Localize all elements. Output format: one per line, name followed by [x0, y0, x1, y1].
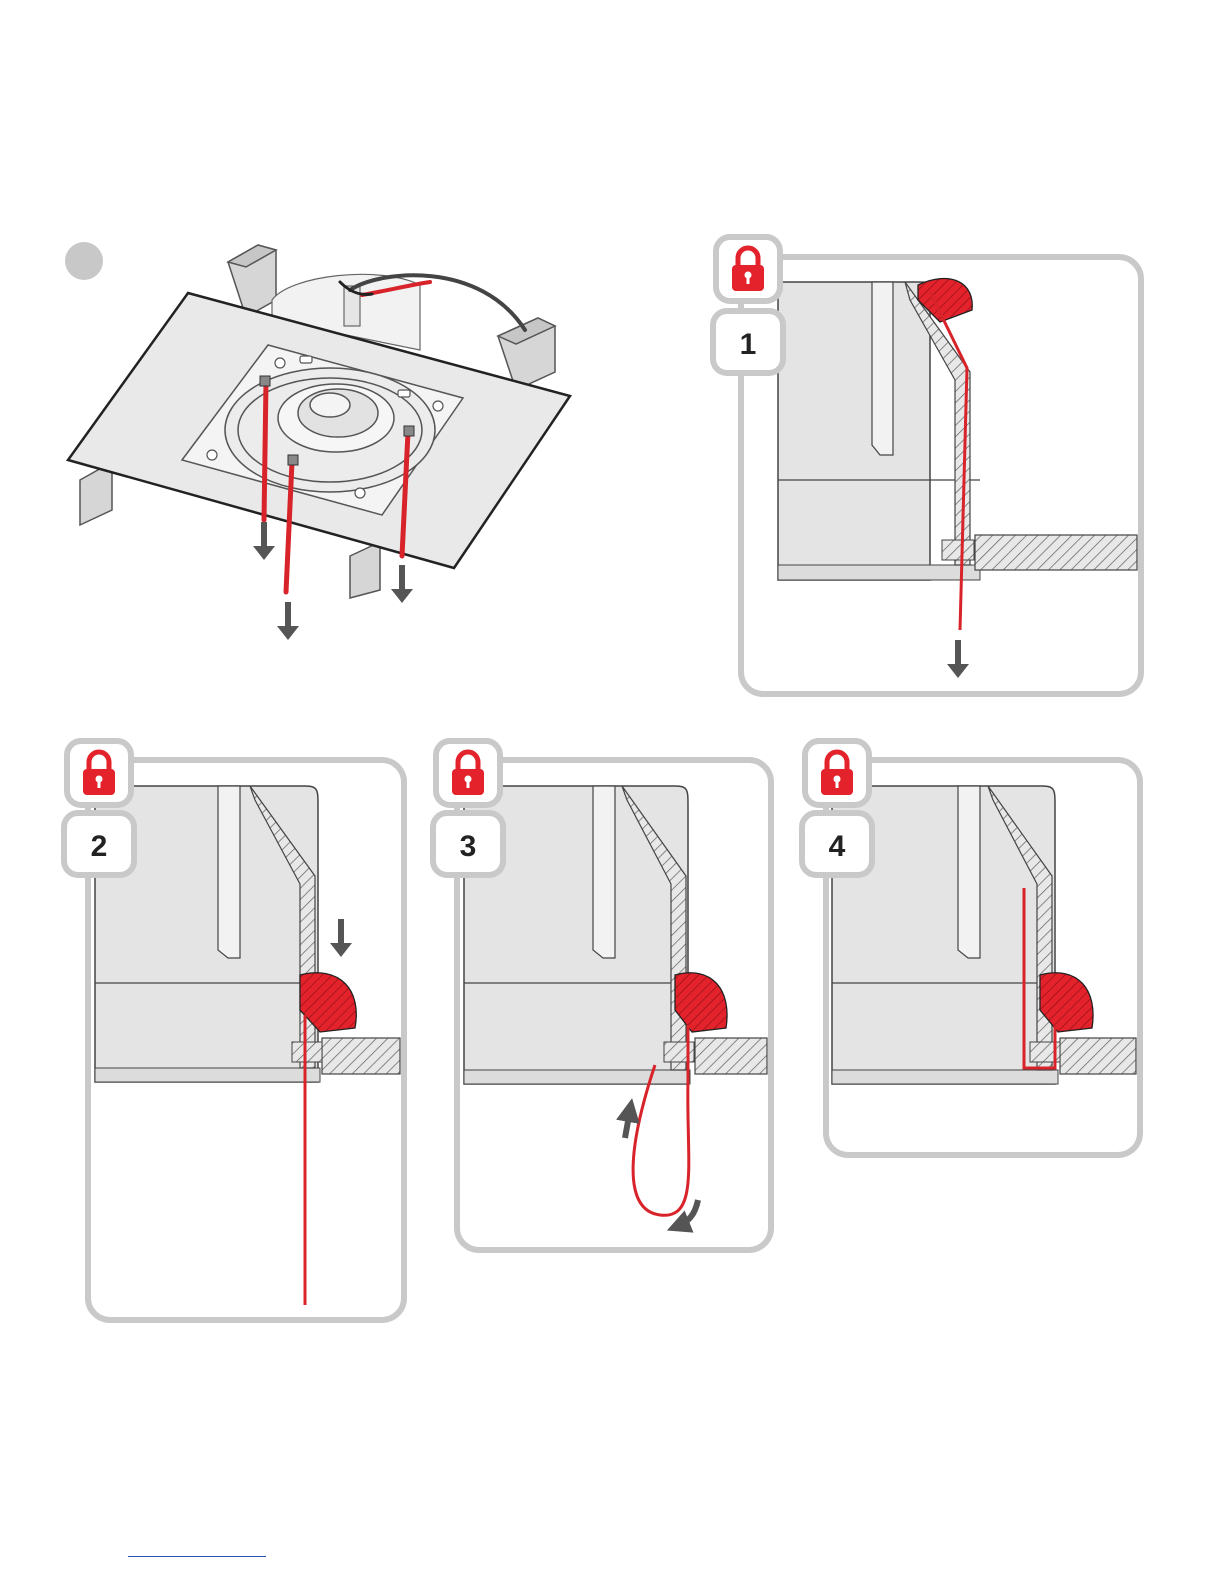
- ceiling-board-section: [975, 535, 1137, 570]
- step-number-label: 4: [829, 830, 846, 863]
- step-number-1: 1: [713, 311, 783, 373]
- footer-link-underline[interactable]: [128, 1556, 266, 1557]
- panel-step-1: [741, 257, 1141, 694]
- step-number-label: 1: [740, 328, 757, 361]
- step-badge: [65, 242, 103, 280]
- step-number-label: 3: [460, 830, 477, 863]
- pull-down-arrow: [391, 565, 413, 603]
- pull-down-arrow: [253, 522, 275, 560]
- ceiling-board-section: [1060, 1038, 1136, 1074]
- padlock-icon: [805, 741, 869, 805]
- pull-down-arrow: [277, 602, 299, 640]
- step-number-2: 2: [64, 813, 134, 875]
- padlock-icon: [436, 741, 500, 805]
- step-number-4: 4: [802, 813, 872, 875]
- padlock-icon: [716, 237, 780, 301]
- ceiling-install-illustration: [65, 242, 570, 640]
- ceiling-board-section: [322, 1038, 400, 1074]
- step-number-label: 2: [91, 830, 108, 863]
- step-number-3: 3: [433, 813, 503, 875]
- ceiling-board-section: [695, 1038, 767, 1074]
- padlock-icon: [67, 741, 131, 805]
